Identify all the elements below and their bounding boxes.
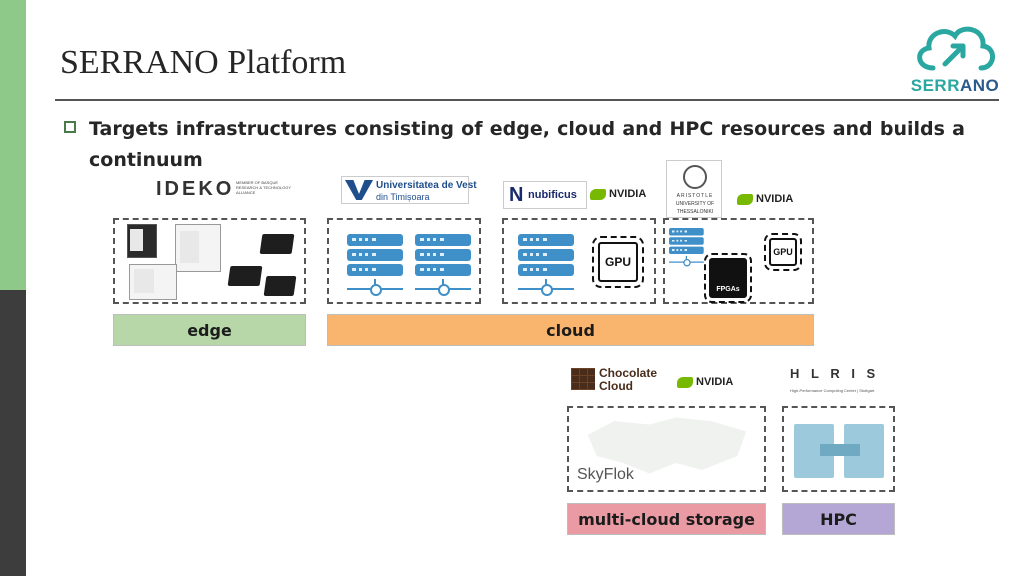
server-stack-icon [347,234,403,296]
nubificus-logo: N nubificus [503,181,587,209]
ideko-subtitle: MEMBER OF BASQUE RESEARCH & TECHNOLOGY A… [236,180,291,195]
server-stack-icon [518,234,574,296]
edge-device-image [263,276,297,296]
bullet-marker [64,121,76,133]
nvidia-eye-icon [590,188,606,200]
hlrs-logo: H L R I S High-Performance Computing Cen… [790,366,890,396]
gpu-chip-icon: GPU [592,236,644,288]
cloud-panel-auth: FPGAs GPU [663,218,814,304]
logo-wordmark: SERRANO [910,76,1000,95]
cloud-panel-nubificus: GPU [502,218,656,304]
hpc-label-bar: HPC [782,503,895,535]
ideko-logo: IDEKO MEMBER OF BASQUE RESEARCH & TECHNO… [156,178,296,200]
side-accent-bar [0,0,26,290]
auth-name-line2: UNIVERSITY OF [675,201,715,207]
chocolate-line1: Chocolate [599,366,658,380]
machine-tool-image [127,224,157,258]
edge-device-image [227,266,263,286]
edge-device-image [259,234,295,254]
cloud-arrow-icon [917,26,995,71]
uvt-name-line1: Universitatea de Vest [376,180,477,191]
cloud-label-bar: cloud [327,314,814,346]
server-stack-icon [669,228,704,267]
machine-tool-image [175,224,221,272]
uvt-emblem-icon [345,180,373,200]
uvt-name-line2: din Timișoara [376,192,430,202]
hpc-interconnect [820,444,860,456]
hlrs-wordmark: H L R I S [790,366,880,381]
server-stack-icon [415,234,471,296]
storage-panel: SkyFlok [567,406,766,492]
chocolate-cloud-logo: Chocolate Cloud [571,366,661,394]
nubificus-wordmark: nubificus [528,189,577,201]
storage-label-bar: multi-cloud storage [567,503,766,535]
nvidia-logo-2: NVIDIA [737,193,793,205]
cloud-panel-uvt [327,218,481,304]
chocolate-line2: Cloud [599,379,633,393]
nubificus-n-icon: N [509,184,524,206]
hlrs-subtitle: High-Performance Computing Center | Stut… [790,388,875,393]
edge-label-bar: edge [113,314,306,346]
nvidia-logo-3: NVIDIA [677,376,733,388]
edge-panel [113,218,306,304]
slide-title: SERRANO Platform [60,44,347,81]
side-dark-bar [0,290,26,576]
fpga-chip-icon: FPGAs [704,253,752,303]
auth-logo: ARISTOTLE UNIVERSITY OF THESSALONIKI [666,160,722,218]
title-divider [55,99,999,101]
nvidia-logo-1: NVIDIA [590,188,646,200]
skyflok-wordmark: SkyFlok [577,466,634,483]
serrano-logo: SERRANO [905,20,1005,98]
bullet-text: Targets infrastructures consisting of ed… [89,118,965,171]
chocolate-bar-icon [571,368,595,390]
machine-tool-image [129,264,177,300]
auth-name-line1: ARISTOTLE [676,193,714,199]
ideko-wordmark: IDEKO [156,178,235,200]
hpc-panel [782,406,895,492]
auth-name-line3: THESSALONIKI [676,209,714,215]
gpu-chip-icon: GPU [764,233,802,271]
nvidia-eye-icon [737,193,753,205]
nvidia-eye-icon [677,376,693,388]
uvt-logo: Universitatea de Vest din Timișoara [341,176,477,204]
auth-seal-icon [683,165,707,189]
